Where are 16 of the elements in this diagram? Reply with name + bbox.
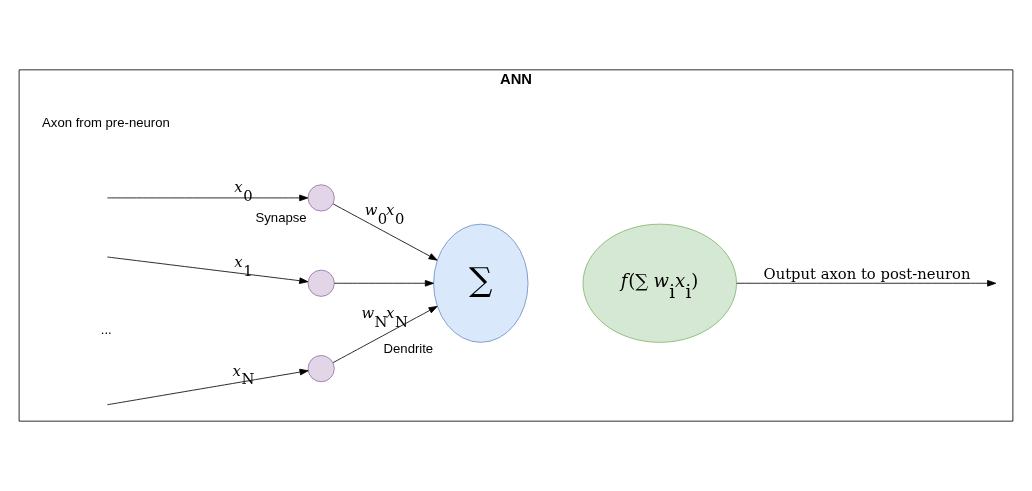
- arrow: [107, 256, 309, 284]
- label: Axon from pre-neuron: [42, 115, 170, 131]
- node-ellipse: ∑: [433, 223, 529, 343]
- arrow: [107, 194, 309, 202]
- arrow: [107, 368, 309, 406]
- edge-label: Output axon to post-neuron: [763, 264, 971, 282]
- label: ...: [100, 321, 112, 337]
- arrow: [332, 203, 438, 261]
- node-circle: [307, 184, 335, 212]
- arrow: [332, 305, 438, 364]
- arrow: [334, 279, 434, 287]
- node-label: Synapse: [255, 209, 307, 225]
- node-circle: [307, 269, 335, 297]
- node-circle: [307, 355, 335, 383]
- arrow: [736, 279, 997, 287]
- node-label: Dendrite: [383, 340, 434, 356]
